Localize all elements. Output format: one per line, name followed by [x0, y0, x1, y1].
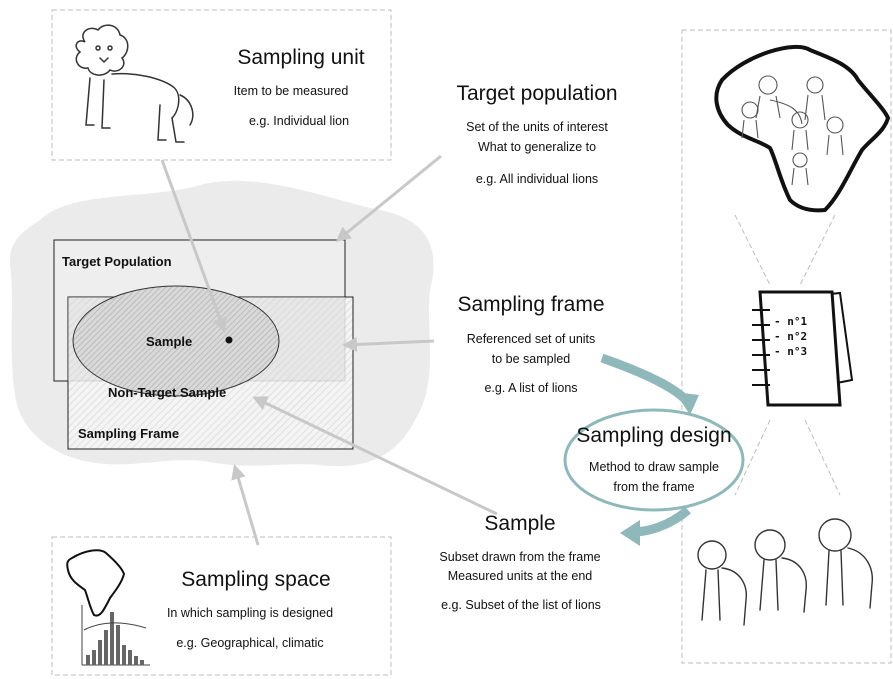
lions-sample-icon — [697, 518, 873, 626]
target-population-example: e.g. All individual lions — [475, 172, 599, 186]
venn-sample-label: Sample — [146, 334, 193, 349]
sampling-unit-box — [51, 9, 392, 161]
sampling-space-box — [51, 536, 392, 676]
connector-line — [734, 214, 771, 286]
notebook-item: - n°1 — [774, 315, 808, 328]
sample-title: Sample — [484, 512, 556, 535]
arrow-sampling-frame — [342, 336, 435, 352]
arrow-sample — [252, 396, 498, 516]
cycle-arrow-head-top — [675, 392, 699, 415]
connector-line — [799, 214, 836, 286]
sampling-space-example: e.g. Geographical, climatic — [176, 636, 324, 650]
sampling-frame-example: e.g. A list of lions — [484, 381, 578, 395]
notebook-item: - n°3 — [774, 345, 808, 358]
target-population-title: Target population — [456, 82, 618, 105]
sampling-design-line2: from the frame — [613, 480, 695, 494]
arrow-unit-to-dot — [160, 159, 227, 333]
africa-lions-icon — [714, 44, 891, 213]
sample-example: e.g. Subset of the list of lions — [441, 598, 601, 612]
climate-chart-icon — [81, 605, 150, 666]
sample-ellipse — [72, 285, 280, 397]
sampling-space-title: Sampling space — [181, 568, 331, 591]
africa-outline-icon — [66, 549, 126, 617]
sample-line2: Measured units at the end — [447, 569, 593, 583]
sampling-unit-dot — [225, 336, 233, 344]
sampling-space-line1: In which sampling is designed — [166, 606, 334, 620]
connector-line — [804, 419, 841, 496]
illustrations-panel — [681, 29, 892, 664]
sampling-design-title: Sampling design — [576, 424, 732, 447]
sampling-unit-title: Sampling unit — [237, 46, 365, 69]
sampling-frame-line2: to be sampled — [491, 352, 571, 366]
arrow-sampling-space — [231, 464, 260, 546]
list-notebook-icon — [752, 290, 854, 407]
arrow-target-population — [335, 154, 442, 242]
venn-non-target-sample-label: Non-Target Sample — [108, 385, 227, 400]
notebook-item: - n°2 — [774, 330, 808, 343]
sampling-frame-title: Sampling frame — [457, 293, 605, 316]
venn-sampling-frame-label: Sampling Frame — [78, 426, 180, 441]
sampling-design-ring — [563, 408, 745, 512]
lion-icon — [75, 24, 194, 143]
sampling-design-line1: Method to draw sample — [589, 460, 719, 474]
notebook-list: - n°1 - n°2 - n°3 — [774, 314, 807, 359]
sampling-unit-example: e.g. Individual lion — [248, 114, 350, 128]
target-population-line1: Set of the units of interest — [466, 120, 608, 134]
sample-line1: Subset drawn from the frame — [439, 550, 601, 564]
cycle-arrow-head-bottom — [620, 520, 640, 546]
cycle-arrow-lower — [631, 506, 691, 537]
connector-line — [734, 419, 771, 496]
sampling-unit-description: Item to be measured — [233, 84, 349, 98]
target-population-line2: What to generalize to — [477, 140, 597, 154]
venn-target-population-label: Target Population — [62, 254, 172, 269]
sampling-frame-line1: Referenced set of units — [466, 332, 596, 346]
